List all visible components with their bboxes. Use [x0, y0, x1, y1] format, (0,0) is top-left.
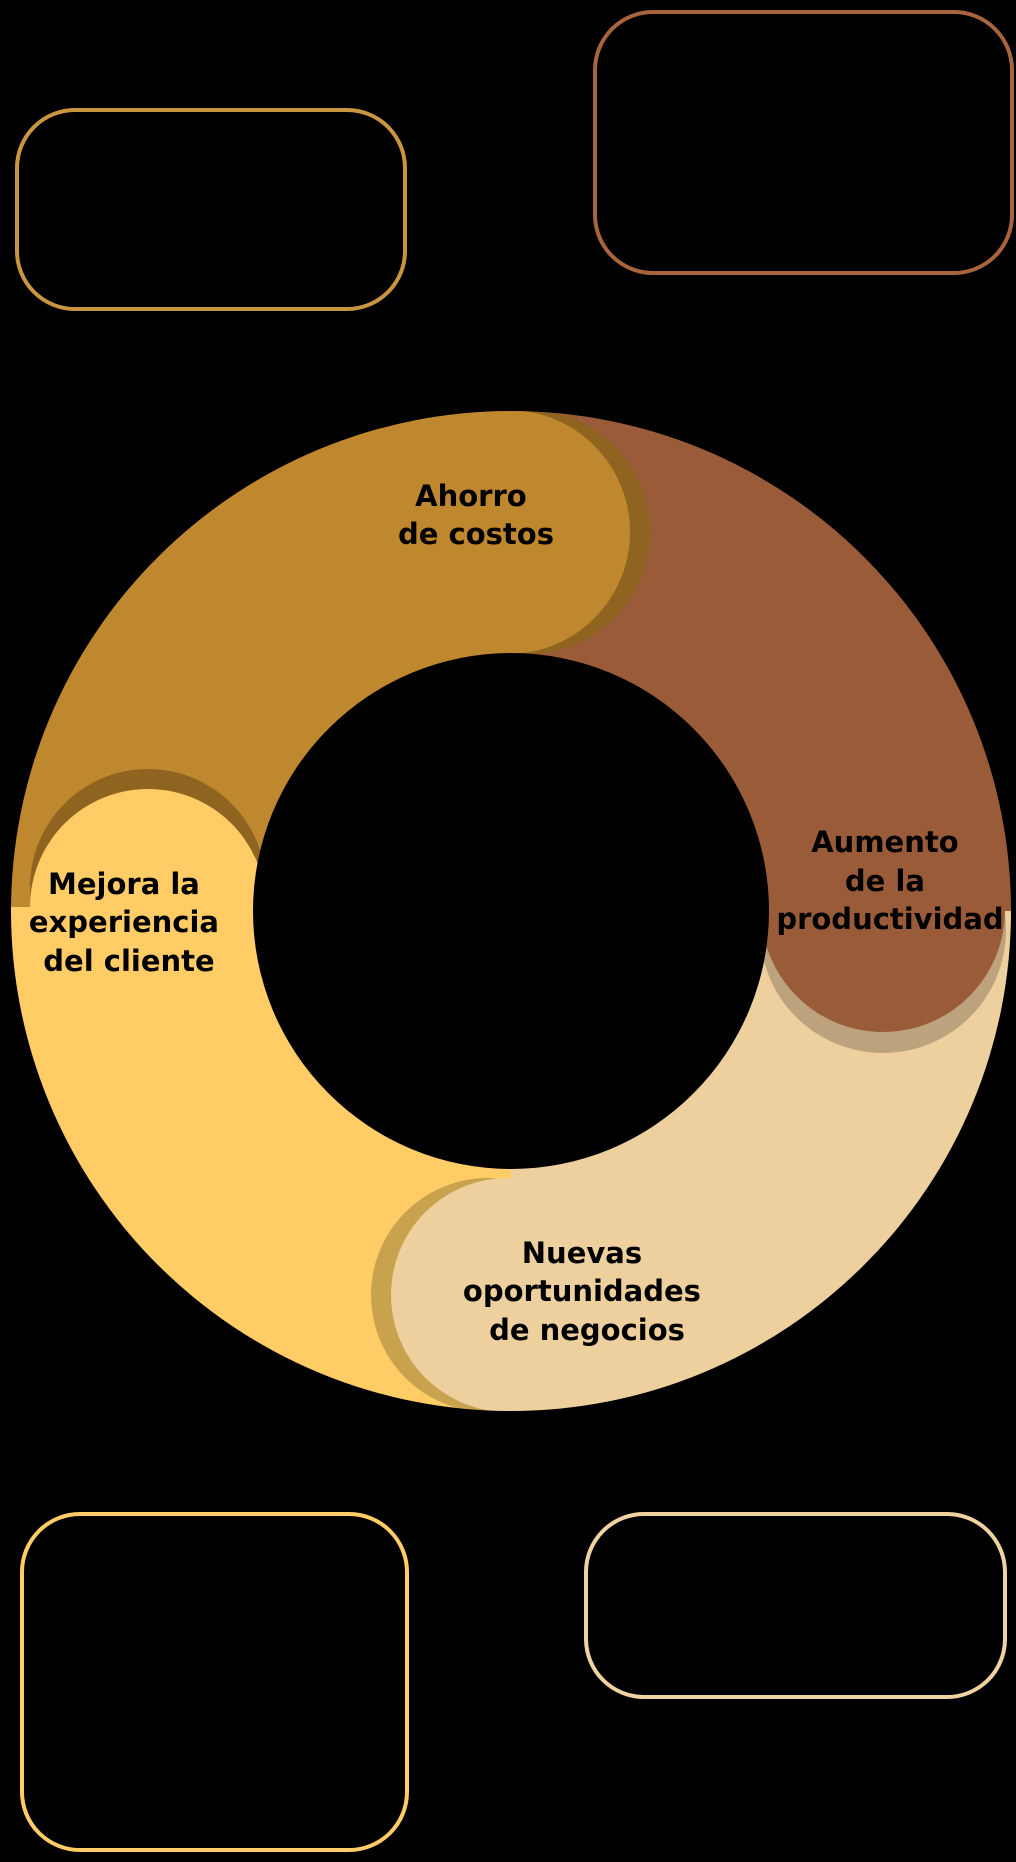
callout-box-bottom-left: [20, 1512, 409, 1852]
label-ahorro-line: Ahorro: [415, 479, 527, 513]
label-nuevas-line: Nuevas: [522, 1236, 642, 1270]
label-ahorro-line: de costos: [398, 517, 554, 551]
label-mejora-line: Mejora la: [48, 867, 200, 901]
label-nuevas-line: de negocios: [489, 1313, 685, 1347]
label-nuevas-line: oportunidades: [463, 1274, 701, 1308]
label-nuevas: Nuevas oportunidades de negocios: [463, 1236, 711, 1347]
label-ahorro: Ahorro de costos: [398, 479, 554, 551]
callout-box-top-right: [593, 10, 1014, 275]
label-aumento-line: productividad: [776, 902, 1003, 936]
segment-ahorro-fill: [380, 411, 508, 655]
label-mejora-line: experiencia: [29, 905, 219, 939]
segment-aumento-fill: [883, 788, 1011, 910]
label-aumento-line: de la: [845, 864, 925, 898]
label-mejora-line: del cliente: [43, 944, 214, 978]
callout-box-bottom-right: [584, 1512, 1007, 1699]
label-aumento: Aumento de la productividad: [776, 825, 1003, 936]
label-aumento-line: Aumento: [811, 825, 958, 859]
label-mejora: Mejora la experiencia del cliente: [29, 867, 229, 978]
callout-box-top-left: [15, 108, 407, 311]
segment-mejora-fill: [11, 907, 148, 1037]
segment-nuevas-fill: [508, 1178, 628, 1411]
